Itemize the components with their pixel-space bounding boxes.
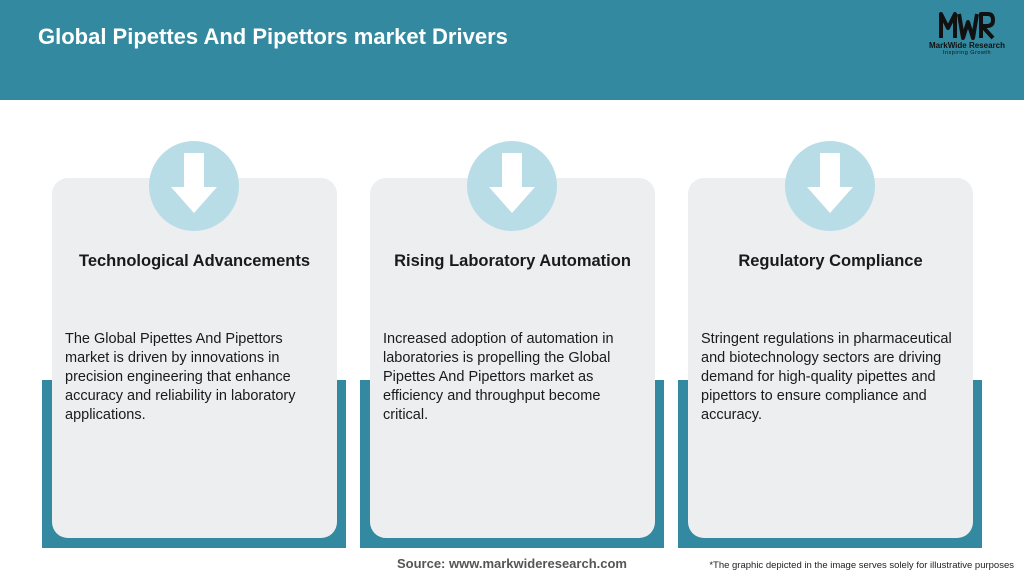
card-text: Stringent regulations in pharmaceutical … bbox=[701, 331, 952, 423]
card-text: Increased adoption of automation in labo… bbox=[383, 331, 614, 423]
down-arrow-icon bbox=[489, 153, 535, 213]
card-body: Technological Advancements The Global Pi… bbox=[52, 141, 337, 538]
arrow-badge bbox=[149, 141, 239, 231]
arrow-badge bbox=[785, 141, 875, 231]
logo: MarkWide Research Inspiring Growth bbox=[922, 10, 1012, 58]
mwr-logo-mark bbox=[939, 12, 995, 40]
arrow-badge bbox=[467, 141, 557, 231]
disclaimer-note: *The graphic depicted in the image serve… bbox=[709, 560, 1014, 571]
card-body: Rising Laboratory Automation Increased a… bbox=[370, 141, 655, 538]
driver-card-1: Technological Advancements The Global Pi… bbox=[42, 141, 348, 548]
header-banner: Global Pipettes And Pipettors market Dri… bbox=[0, 0, 1024, 100]
card-title: Regulatory Compliance bbox=[738, 252, 923, 270]
driver-card-3: Regulatory Compliance Stringent regulati… bbox=[678, 141, 984, 548]
card-text: The Global Pipettes And Pipettors market… bbox=[65, 331, 296, 423]
logo-tagline: Inspiring Growth bbox=[942, 50, 992, 56]
card-body: Regulatory Compliance Stringent regulati… bbox=[688, 141, 973, 538]
page-title: Global Pipettes And Pipettors market Dri… bbox=[38, 24, 508, 49]
driver-card-2: Rising Laboratory Automation Increased a… bbox=[360, 141, 666, 548]
down-arrow-icon bbox=[807, 153, 853, 213]
card-title: Technological Advancements bbox=[78, 252, 311, 270]
down-arrow-icon bbox=[171, 153, 217, 213]
logo-name: MarkWide Research bbox=[929, 41, 1005, 50]
source-note: Source: www.markwideresearch.com bbox=[396, 556, 627, 571]
card-title: Rising Laboratory Automation bbox=[394, 252, 631, 270]
